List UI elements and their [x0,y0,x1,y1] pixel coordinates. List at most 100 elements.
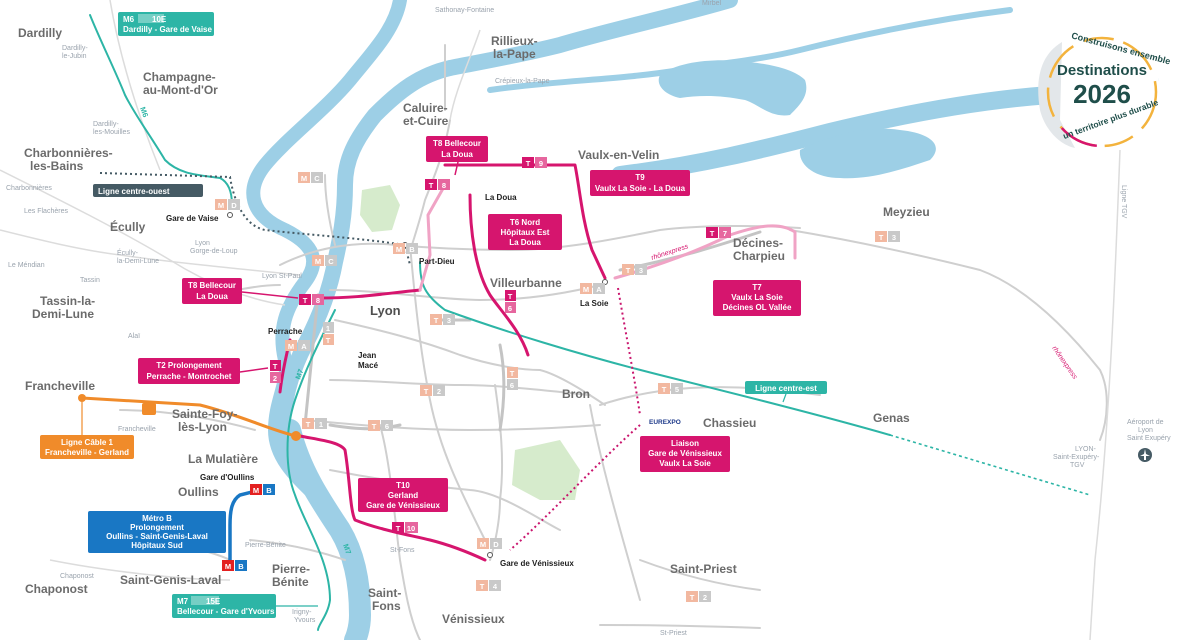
svg-text:St-Fons: St-Fons [390,547,415,554]
callout-t10: T10 Gerland Gare de Vénissieux [358,478,448,512]
svg-text:T: T [306,420,311,429]
rhone-river-north [275,0,738,428]
rhone-south [279,419,371,640]
callout-cable: Ligne Câble 1 Francheville - Gerland [40,402,134,459]
svg-text:M: M [315,257,321,266]
place-villeurbanne: Villeurbanne [490,276,562,290]
svg-text:T: T [424,387,429,396]
svg-text:Lyon: Lyon [195,240,210,247]
stop-perrache: Perrache [268,327,303,336]
airplane-icon [1138,448,1152,462]
rhonexpress-label-2: rhônexpress [1050,345,1078,381]
place-sainte-foy-1: Sainte-Foy- [172,407,237,421]
svg-text:M: M [218,201,224,210]
svg-text:6: 6 [508,304,512,313]
place-saint-genis: Saint-Genis-Laval [120,573,221,587]
svg-text:M7: M7 [177,597,189,606]
callout-t6-nord: T6 Nord Hôpitaux Est La Doua [488,214,562,250]
svg-text:9: 9 [539,159,543,168]
svg-text:4: 4 [493,582,498,591]
place-caluire-2: et-Cuire [403,114,449,128]
svg-text:Le Méndian: Le Méndian [8,262,45,269]
svg-text:T: T [273,362,278,371]
svg-text:Ligne Câble 1: Ligne Câble 1 [61,438,114,447]
place-lyon: Lyon [370,303,401,318]
liaison-dotted [509,287,641,551]
svg-text:T7: T7 [752,283,762,292]
svg-text:Alaï: Alaï [128,333,140,340]
place-bron: Bron [562,387,590,401]
park-tete-d-or [360,185,400,232]
lakes [658,60,936,179]
t8-line [316,288,422,300]
svg-text:8: 8 [316,296,320,305]
small-labels: Sathonay-Fontaine Mirbel Crépieux-la-Pap… [6,0,1171,637]
m7-line-label-south: M7 [341,543,353,556]
svg-text:2: 2 [703,593,707,602]
place-venissieux: Vénissieux [442,612,505,626]
svg-text:A: A [301,342,307,351]
tram-network [303,230,762,432]
place-saint-priest: Saint-Priest [670,562,737,576]
rail [0,0,1121,640]
place-meyzieu: Meyzieu [883,205,930,219]
svg-text:10E: 10E [152,15,167,24]
svg-text:Ligne centre-est: Ligne centre-est [755,384,817,393]
stop-labels: Gare de Vaise Part-Dieu La Doua La Soie … [166,193,681,568]
svg-text:T9: T9 [635,173,645,182]
svg-text:T: T [508,292,513,301]
place-tassin-1: Tassin-la- [40,294,95,308]
centre-ouest-line [99,172,411,266]
callout-t7: T7 Vaulx La Soie Décines OL Vallée [713,280,801,316]
m7-line [286,309,336,631]
svg-text:M6: M6 [123,15,135,24]
svg-text:C: C [314,174,320,183]
svg-text:Irigny-: Irigny- [292,609,312,616]
svg-text:Francheville - Gerland: Francheville - Gerland [45,448,129,457]
svg-text:le-Jubin: le-Jubin [62,53,87,60]
svg-text:Saint Exupéry: Saint Exupéry [1127,435,1171,442]
svg-text:3: 3 [447,316,451,325]
svg-text:Décines OL Vallée: Décines OL Vallée [723,303,792,312]
svg-text:Chaponost: Chaponost [60,573,94,580]
grand-large-lake [658,60,807,116]
place-dardilly: Dardilly [18,26,62,40]
svg-text:St-Priest: St-Priest [660,630,687,637]
callout-t2-prolong: T2 Prolongement Perrache - Montrochet [138,358,269,384]
svg-text:1: 1 [326,324,330,333]
svg-text:Lyon: Lyon [1138,427,1153,434]
stop-gare-venissieux: Gare de Vénissieux [500,559,574,568]
badge-t1-vert: T1 [323,322,334,345]
svg-text:Mirbel: Mirbel [702,0,722,7]
svg-text:Crépieux-la-Pape: Crépieux-la-Pape [495,78,550,85]
svg-text:M: M [288,342,294,351]
logo-title: Destinations [1057,62,1147,79]
svg-text:T: T [372,422,377,431]
cable-car-icon [142,403,156,415]
svg-text:8: 8 [442,181,446,190]
svg-text:M: M [396,245,402,254]
svg-text:Francheville: Francheville [118,426,156,433]
city-labels: Dardilly Champagne- au-Mont-d'Or Charbon… [18,26,930,626]
svg-text:M: M [253,486,259,495]
place-chaponost: Chaponost [25,582,88,596]
place-rillieux-2: la-Pape [493,47,536,61]
place-chassieu: Chassieu [703,416,756,430]
miribel-lake [799,128,936,179]
svg-text:Dardilly-: Dardilly- [93,121,119,128]
svg-text:Aéroport de: Aéroport de [1127,419,1164,426]
callout-metro-b: Métro B Prolongement Oullins - Saint-Gen… [88,511,226,553]
svg-text:Gorge-de-Loup: Gorge-de-Loup [190,248,238,255]
stop-jean-mace-2: Macé [358,361,379,370]
svg-text:Vaulx La Soie: Vaulx La Soie [731,293,783,302]
m7-line-label: M7 [293,368,305,381]
stop-gare-de-vaise: Gare de Vaise [166,214,219,223]
